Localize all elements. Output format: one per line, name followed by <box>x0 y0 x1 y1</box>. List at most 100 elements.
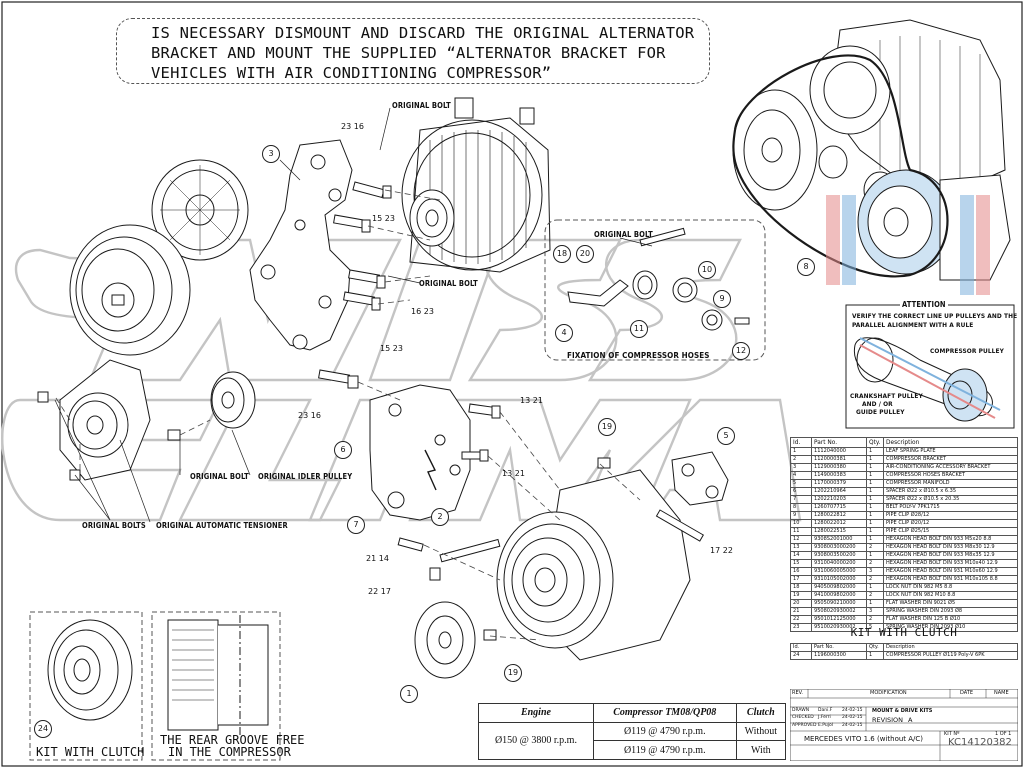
attention-crankshaft-3: GUIDE PULLEY <box>856 408 905 416</box>
parts-cell-description: HEXAGON HEAD BOLT DIN 933 M8x30 12.9 <box>883 543 1018 552</box>
parts-cell-id: 21 <box>790 607 812 616</box>
parts-cell-qty: 1 <box>866 479 884 488</box>
tb-date-3: 24-02-15 <box>842 723 863 728</box>
parts-cell-qty: 2 <box>866 575 884 584</box>
parts-cell-partno: 9410009802000 <box>811 591 867 600</box>
parts-cell-qty: 2 <box>866 559 884 568</box>
parts-cell-qty: 1 <box>866 551 884 560</box>
hose-fixation-frame <box>544 219 766 361</box>
parts-cell-qty: 1 <box>866 471 884 480</box>
label-original-bolts: ORIGINAL BOLTS <box>82 521 146 530</box>
parts-cell-partno: 9310060005000 <box>811 567 867 576</box>
parts-cell-partno: 1129000380 <box>811 463 867 472</box>
dismount-note: IS NECESSARY DISMOUNT AND DISCARD THE OR… <box>116 18 710 84</box>
parts-table-header: Id. Part No. Qty. Description <box>790 437 1018 448</box>
parts-cell-partno: 1280022515 <box>811 527 867 536</box>
parts-cell-id: 10 <box>790 519 812 528</box>
parts-cell-partno: 1170000379 <box>811 479 867 488</box>
parts-cell-id: 2 <box>790 455 812 464</box>
compressor-manifold-drawing <box>671 451 729 506</box>
rear-groove-drawing <box>167 615 269 735</box>
parts-cell-partno: 1280022012 <box>811 519 867 528</box>
parts-cell-description: SPACER Ø22 x Ø10.5 x 20.35 <box>883 495 1018 504</box>
parts-cell-qty: 1 <box>866 447 884 456</box>
parts-cell-partno: 9310105002000 <box>811 575 867 584</box>
note-line-2: BRACKET AND MOUNT THE SUPPLIED “ALTERNAT… <box>151 44 666 62</box>
parts-cell-id: 15 <box>790 559 812 568</box>
kit-cell-partno: 1196000300 <box>811 651 867 660</box>
tb-approved: APPROVED <box>792 723 817 728</box>
parts-cell-id: 11 <box>790 527 812 536</box>
tensioner-drawing <box>59 359 256 481</box>
parts-cell-description: FLAT WASHER DIN 9021 Ø5 <box>883 599 1018 608</box>
parts-cell-qty: 1 <box>866 527 884 536</box>
parts-cell-description: SPRING WASHER DIN 2093 Ø10 <box>883 623 1018 632</box>
parts-cell-qty: 1 <box>866 519 884 528</box>
kit-cell-description: COMPRESSOR PULLEY Ø119 Poly-V 6PK <box>883 651 1018 660</box>
title-block-lines <box>790 689 1018 761</box>
parts-cell-description: HEXAGON HEAD BOLT DIN 933 M5x20 8.8 <box>883 535 1018 544</box>
callout-2: 2 <box>431 508 449 526</box>
label-original-bolt-left: ORIGINAL BOLT <box>190 472 249 481</box>
callout-11: 11 <box>630 320 648 338</box>
parts-cell-description: COMPRESSOR BRACKET <box>883 455 1018 464</box>
callout-19-a: 19 <box>598 418 616 436</box>
belt-alignment-stripes <box>826 195 990 295</box>
parts-cell-id: 6 <box>790 487 812 496</box>
parts-cell-id: 20 <box>790 599 812 608</box>
callout-13-21-b: 13 21 <box>502 469 525 478</box>
parts-col-description: Description <box>883 437 1018 448</box>
callout-15-23-a: 15 23 <box>372 214 395 223</box>
callout-22-17: 22 17 <box>368 587 391 596</box>
callout-21-14: 21 14 <box>366 554 389 563</box>
table-row: 24 1196000300 1 COMPRESSOR PULLEY Ø119 P… <box>790 651 1018 660</box>
parts-cell-id: 22 <box>790 615 812 624</box>
parts-cell-partno: 1260707715 <box>811 503 867 512</box>
tb-drawn: DRAWN <box>792 708 810 713</box>
engine-cell-compressor-2: Ø119 @ 4790 r.p.m. <box>592 740 737 760</box>
parts-cell-partno: 1202210964 <box>811 487 867 496</box>
kit-table-header: Id. Part No. Qty. Description <box>790 643 1018 652</box>
parts-cell-id: 12 <box>790 535 812 544</box>
parts-cell-id: 3 <box>790 463 812 472</box>
parts-cell-description: LOCK NUT DIN 982 M5 8.8 <box>883 583 1018 592</box>
label-original-idler-pulley: ORIGINAL IDLER PULLEY <box>258 472 353 481</box>
tb-checked-by: J.Ferri <box>818 715 831 720</box>
parts-cell-description: FLAT WASHER DIN 125 B Ø10 <box>883 615 1018 624</box>
kit-col-description: Description <box>883 643 1018 652</box>
parts-cell-qty: 1 <box>866 511 884 520</box>
tb-checked: CHECKED <box>792 715 814 720</box>
parts-cell-description: PIPE CLIP Ø25/15 <box>883 527 1018 536</box>
leader-lines <box>54 107 653 523</box>
parts-cell-id: 5 <box>790 479 812 488</box>
label-original-bolt-mid: ORIGINAL BOLT <box>419 279 478 288</box>
parts-cell-qty: 2 <box>866 591 884 600</box>
engine-cell-clutch-1: Without <box>735 721 787 742</box>
parts-cell-description: LEAF SPRING PLATE <box>883 447 1018 456</box>
parts-col-id: Id. <box>790 437 812 448</box>
parts-cell-partno: 9310040000200 <box>811 559 867 568</box>
parts-cell-partno: 1120000381 <box>811 455 867 464</box>
tb-modification: MODIFICATION <box>870 690 907 696</box>
kit-col-qty: Qty. <box>866 643 884 652</box>
parts-cell-partno: 1149000383 <box>811 471 867 480</box>
parts-cell-description: SPRING WASHER DIN 2093 Ø8 <box>883 607 1018 616</box>
callout-6: 6 <box>334 441 352 459</box>
engine-col-clutch: Clutch <box>735 703 787 723</box>
tb-kit-no: KC14120382 <box>948 737 1012 748</box>
parts-cell-description: HEXAGON HEAD BOLT DIN 933 M8x35 12.9 <box>883 551 1018 560</box>
compressor-bracket-drawing <box>369 384 471 521</box>
tb-date-1: 24-02-15 <box>842 708 863 713</box>
parts-cell-qty: 3 <box>866 607 884 616</box>
parts-cell-qty: 1 <box>866 583 884 592</box>
label-kit-with-clutch-bottom: KIT WITH CLUTCH <box>36 745 145 759</box>
